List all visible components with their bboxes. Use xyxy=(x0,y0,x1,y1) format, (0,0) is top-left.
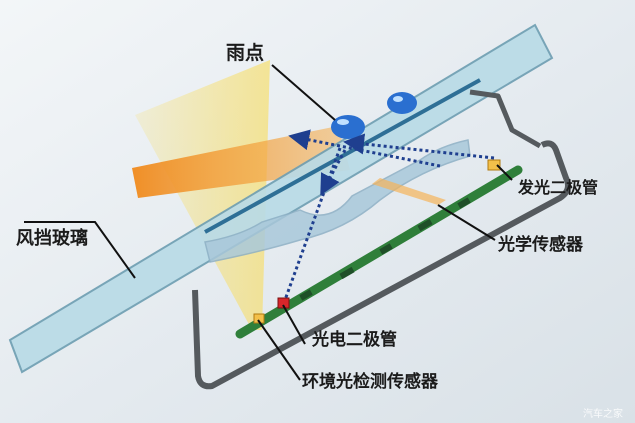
raindrop-secondary-highlight xyxy=(393,96,403,102)
raindrop-secondary xyxy=(387,92,417,114)
label-photodiode: 光电二极管 xyxy=(311,329,397,350)
led-emitter xyxy=(487,159,501,171)
leader-lines xyxy=(24,64,513,381)
raindrop-main xyxy=(331,115,365,139)
label-windshield: 风挡玻璃 xyxy=(16,227,88,249)
ambient-light-beam xyxy=(135,60,270,330)
board-components xyxy=(299,197,471,301)
watermark: 汽车之家 xyxy=(583,407,623,420)
sensor-housing xyxy=(192,140,571,390)
label-ambient-sensor: 环境光检测传感器 xyxy=(302,371,439,392)
label-raindrop: 雨点 xyxy=(226,42,264,64)
lens-body xyxy=(204,139,471,263)
label-led: 发光二极管 xyxy=(517,178,598,197)
housing-top-bracket xyxy=(469,89,542,149)
raindrop-highlight xyxy=(337,119,349,125)
led-light-path xyxy=(372,178,446,205)
reflection-arrows xyxy=(283,129,495,301)
label-optical-sensor: 光学传感器 xyxy=(497,234,584,255)
photodiode-element xyxy=(277,297,290,309)
